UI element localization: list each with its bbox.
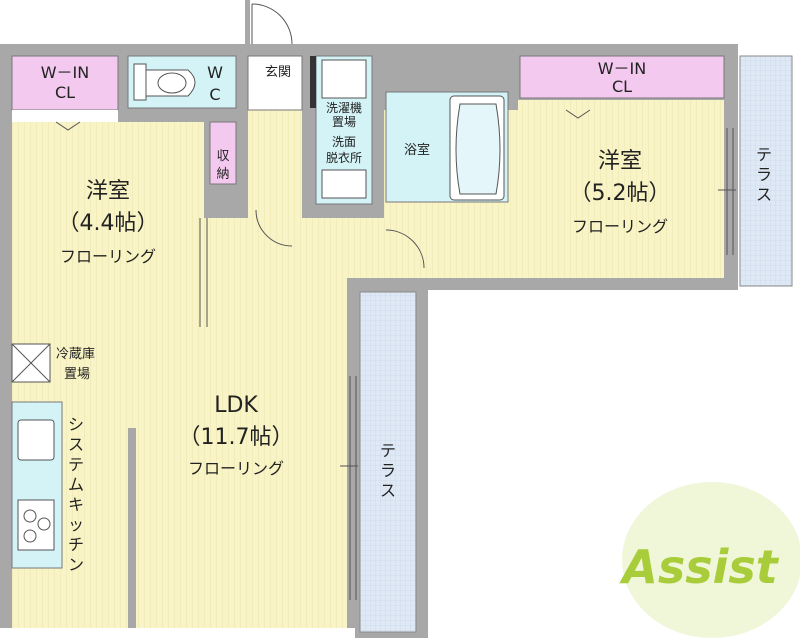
svg-text:チ: チ bbox=[68, 535, 84, 554]
hallway-floor bbox=[248, 110, 302, 218]
svg-text:ッ: ッ bbox=[68, 515, 84, 534]
wc-label-1: W bbox=[207, 63, 223, 82]
storage-label-2: 納 bbox=[216, 167, 229, 182]
bedroom-left-floor bbox=[12, 122, 204, 327]
door-swings bbox=[55, 3, 591, 269]
closet-left-floor bbox=[12, 110, 118, 122]
svg-text:ム: ム bbox=[68, 475, 84, 494]
svg-text:ラ: ラ bbox=[380, 461, 396, 480]
svg-text:シ: シ bbox=[68, 415, 84, 434]
laundry-label-3: 洗面 bbox=[332, 135, 356, 149]
closet-right-label-1: W－IN bbox=[598, 59, 647, 78]
bedroom-right-name: 洋室 bbox=[598, 149, 642, 174]
assist-logo: Assist bbox=[619, 482, 800, 638]
fridge-label-2: 置場 bbox=[64, 367, 90, 382]
terrace-right-label: テ ラ ス bbox=[756, 145, 772, 204]
terrace-bottom-label: テ ラ ス bbox=[380, 441, 396, 500]
svg-text:テ: テ bbox=[68, 455, 84, 474]
svg-text:ス: ス bbox=[380, 481, 396, 500]
terrace-right bbox=[739, 55, 793, 287]
terrace-bottom bbox=[359, 291, 417, 633]
storage bbox=[209, 121, 237, 185]
closet-right-label-2: CL bbox=[612, 77, 632, 96]
ldk-floor bbox=[12, 212, 384, 628]
bedroom-right-size: （5.2帖） bbox=[570, 181, 671, 206]
svg-text:ス: ス bbox=[68, 435, 84, 454]
laundry-label-2: 置場 bbox=[332, 115, 356, 129]
closet-right bbox=[519, 55, 725, 99]
shelf-icon bbox=[310, 56, 316, 108]
svg-text:テ: テ bbox=[380, 441, 396, 460]
wash-basin bbox=[321, 169, 367, 199]
stove-icon bbox=[17, 499, 55, 551]
svg-text:ラ: ラ bbox=[756, 165, 772, 184]
bath-label: 浴室 bbox=[404, 142, 430, 158]
toilet-icon bbox=[133, 63, 196, 101]
svg-text:ス: ス bbox=[756, 185, 772, 204]
laundry-label-4: 脱衣所 bbox=[326, 150, 362, 165]
windows bbox=[199, 128, 736, 600]
laundry-label-1: 洗濯機 bbox=[326, 100, 362, 115]
storage-label-1: 収 bbox=[216, 149, 229, 164]
bedroom-left-name: 洋室 bbox=[86, 179, 130, 204]
closet-left-label-1: W－IN bbox=[41, 63, 90, 82]
kitchen-partition bbox=[128, 428, 136, 628]
ldk-name: LDK bbox=[214, 393, 258, 418]
bedroom-right-floor-label: フローリング bbox=[572, 217, 668, 236]
ldk-floor-label: フローリング bbox=[188, 459, 284, 478]
closet-left-label-2: CL bbox=[55, 83, 75, 102]
bedroom-right-upper bbox=[518, 100, 724, 112]
svg-text:Assist: Assist bbox=[619, 540, 780, 594]
washer-spot bbox=[321, 59, 367, 99]
svg-text:キ: キ bbox=[68, 495, 84, 514]
bedroom-left-floor-label: フローリング bbox=[60, 247, 156, 266]
wc-label-2: C bbox=[209, 85, 220, 104]
entrance-floor bbox=[247, 55, 303, 111]
sink-icon bbox=[17, 419, 55, 461]
entrance-label: 玄関 bbox=[265, 65, 291, 80]
bedroom-left-size: （4.4帖） bbox=[58, 211, 159, 236]
ldk-size: （11.7帖） bbox=[179, 425, 294, 450]
kitchen-label: シ ス テ ム キ ッ チ ン bbox=[68, 415, 84, 574]
fridge-label-1: 冷蔵庫 bbox=[56, 347, 95, 362]
svg-text:ン: ン bbox=[68, 555, 84, 574]
fridge-spot bbox=[11, 343, 51, 383]
svg-text:テ: テ bbox=[756, 145, 772, 164]
